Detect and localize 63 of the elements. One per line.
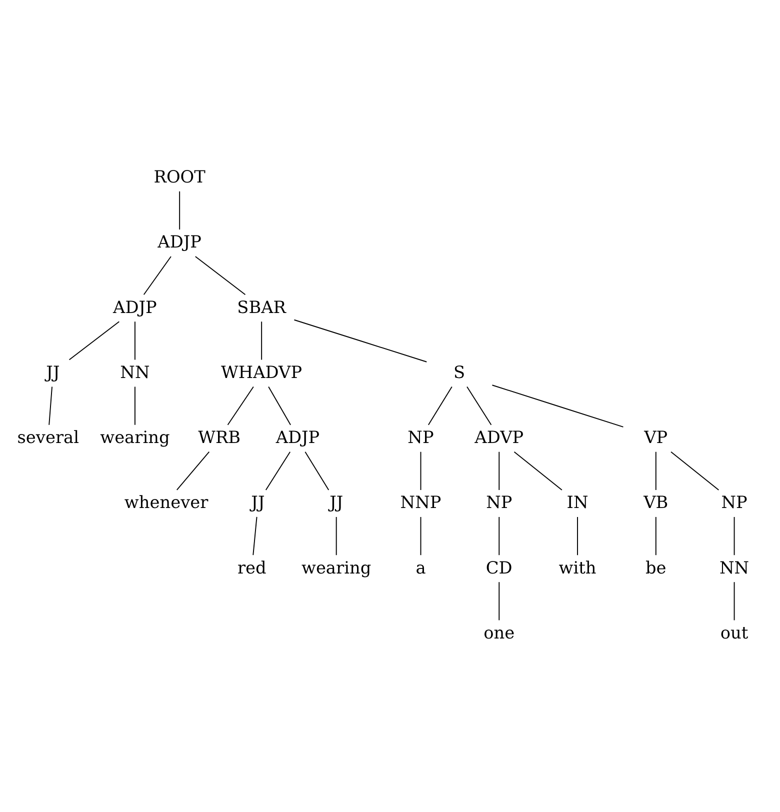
connector bbox=[227, 386, 254, 426]
node-text: NNP bbox=[400, 492, 442, 512]
node-text: NP bbox=[721, 492, 748, 512]
node-text: ROOT bbox=[154, 166, 206, 187]
node-text: one bbox=[484, 622, 515, 642]
connector bbox=[261, 321, 262, 360]
node-text: red bbox=[237, 557, 266, 578]
node-text: ADJP bbox=[158, 232, 202, 252]
node-text: VP bbox=[644, 427, 668, 448]
node-text: VB bbox=[644, 492, 668, 512]
connector bbox=[268, 386, 292, 426]
node-text: WHADVP bbox=[221, 362, 302, 382]
node-text: JJ bbox=[330, 492, 344, 512]
connector bbox=[420, 451, 422, 490]
node-text: IN bbox=[566, 492, 588, 512]
connector bbox=[466, 386, 492, 426]
connector bbox=[734, 582, 735, 621]
node-text: a bbox=[416, 557, 426, 578]
connector bbox=[48, 386, 52, 426]
connector bbox=[492, 384, 624, 428]
node-text: NN bbox=[720, 557, 750, 578]
connector bbox=[514, 451, 562, 490]
node-text: WRB bbox=[198, 427, 241, 448]
connector bbox=[655, 516, 656, 556]
connector bbox=[655, 451, 656, 490]
connector bbox=[498, 451, 500, 490]
node-text: NP bbox=[486, 492, 512, 512]
connector bbox=[670, 451, 720, 490]
connector bbox=[577, 516, 578, 556]
node-text: with bbox=[558, 557, 596, 578]
node-text: ADJP bbox=[113, 296, 157, 317]
connector bbox=[68, 321, 120, 360]
connector bbox=[294, 319, 428, 362]
connector bbox=[194, 256, 246, 296]
connector bbox=[143, 256, 172, 296]
connector bbox=[134, 386, 136, 426]
node-text: several bbox=[17, 427, 79, 448]
node-text: ADJP bbox=[276, 427, 320, 448]
node-text: wearing bbox=[100, 427, 170, 448]
connector bbox=[428, 386, 452, 426]
connector bbox=[336, 516, 337, 556]
node-text: out bbox=[720, 622, 748, 642]
connector bbox=[498, 516, 500, 556]
connector bbox=[498, 582, 500, 621]
node-text: CD bbox=[486, 557, 512, 578]
connector bbox=[179, 190, 180, 230]
connector bbox=[252, 516, 258, 556]
connector bbox=[734, 516, 735, 556]
connector bbox=[265, 451, 291, 490]
connector bbox=[304, 451, 330, 490]
node-text: whenever bbox=[124, 492, 208, 512]
node-text: JJ bbox=[46, 362, 60, 382]
node-text: NN bbox=[120, 362, 150, 382]
node-text: S bbox=[454, 362, 466, 382]
node-text: ADVP bbox=[474, 427, 524, 448]
node-text: be bbox=[646, 557, 666, 578]
node-text: NP bbox=[408, 427, 434, 448]
node-text: wearing bbox=[302, 557, 372, 578]
connector bbox=[176, 451, 210, 490]
connector bbox=[420, 516, 422, 556]
connector bbox=[134, 321, 136, 360]
node-text: SBAR bbox=[237, 296, 286, 317]
node-text: JJ bbox=[251, 492, 265, 512]
